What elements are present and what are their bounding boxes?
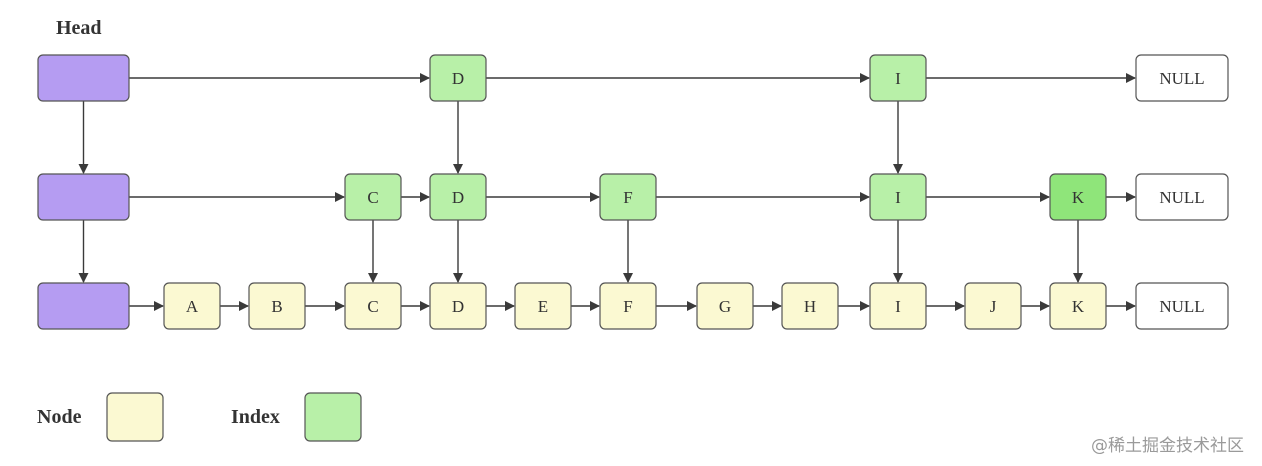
head-label: Head bbox=[56, 17, 102, 39]
nodes-layer: D I NULL C D F I K NULL A B C D E F G H I J K NULL bbox=[37, 54, 1229, 442]
legend-index-swatch bbox=[304, 392, 362, 442]
legend-node-swatch-rect bbox=[106, 392, 164, 442]
node-K-level-3: K bbox=[1049, 282, 1107, 330]
index-D-level-2: D bbox=[429, 173, 487, 221]
watermark: @稀土掘金技术社区 bbox=[1091, 436, 1244, 456]
node-J-level-3: J bbox=[964, 282, 1022, 330]
node-B-level-3: B bbox=[248, 282, 306, 330]
node-I-level-3-rect bbox=[869, 282, 927, 330]
node-C-level-3-text: C bbox=[367, 297, 378, 316]
index-C-level-2-text: C bbox=[367, 188, 378, 207]
index-C-level-2: C bbox=[344, 173, 402, 221]
node-G-level-3-rect bbox=[696, 282, 754, 330]
node-G-level-3-text: G bbox=[719, 297, 731, 316]
index-I-level-1-rect bbox=[869, 54, 927, 102]
node-G-level-3: G bbox=[696, 282, 754, 330]
node-I-level-3-text: I bbox=[895, 297, 901, 316]
edges-layer bbox=[78, 73, 1136, 311]
null-box-level-1: NULL bbox=[1135, 54, 1229, 102]
index-I-level-2: I bbox=[869, 173, 927, 221]
node-A-level-3: A bbox=[163, 282, 221, 330]
head-box-level-1 bbox=[37, 54, 130, 102]
head-box-level-3-rect bbox=[37, 282, 130, 330]
index-C-level-2-rect bbox=[344, 173, 402, 221]
node-J-level-3-rect bbox=[964, 282, 1022, 330]
index-K-level-2: K bbox=[1049, 173, 1107, 221]
node-H-level-3-rect bbox=[781, 282, 839, 330]
null-box-level-2: NULL bbox=[1135, 173, 1229, 221]
index-F-level-2-rect bbox=[599, 173, 657, 221]
node-H-level-3-text: H bbox=[804, 297, 816, 316]
node-H-level-3: H bbox=[781, 282, 839, 330]
index-K-level-2-rect bbox=[1049, 173, 1107, 221]
index-I-level-2-text: I bbox=[895, 188, 901, 207]
index-D-level-1-rect bbox=[429, 54, 487, 102]
node-B-level-3-rect bbox=[248, 282, 306, 330]
node-F-level-3-text: F bbox=[623, 297, 632, 316]
index-D-level-2-text: D bbox=[452, 188, 464, 207]
null-box-level-3-text: NULL bbox=[1159, 297, 1204, 316]
node-J-level-3-text: J bbox=[990, 297, 997, 316]
node-B-level-3-text: B bbox=[271, 297, 282, 316]
node-K-level-3-rect bbox=[1049, 282, 1107, 330]
node-K-level-3-text: K bbox=[1072, 297, 1085, 316]
node-F-level-3-rect bbox=[599, 282, 657, 330]
node-C-level-3-rect bbox=[344, 282, 402, 330]
null-box-level-1-rect bbox=[1135, 54, 1229, 102]
index-I-level-2-rect bbox=[869, 173, 927, 221]
null-box-level-3: NULL bbox=[1135, 282, 1229, 330]
node-E-level-3: E bbox=[514, 282, 572, 330]
node-D-level-3-text: D bbox=[452, 297, 464, 316]
index-I-level-1: I bbox=[869, 54, 927, 102]
node-E-level-3-rect bbox=[514, 282, 572, 330]
node-F-level-3: F bbox=[599, 282, 657, 330]
head-box-level-2-rect bbox=[37, 173, 130, 221]
node-A-level-3-rect bbox=[163, 282, 221, 330]
node-D-level-3: D bbox=[429, 282, 487, 330]
head-box-level-3 bbox=[37, 282, 130, 330]
index-D-level-1: D bbox=[429, 54, 487, 102]
null-box-level-1-text: NULL bbox=[1159, 69, 1204, 88]
index-K-level-2-text: K bbox=[1072, 188, 1085, 207]
null-box-level-2-rect bbox=[1135, 173, 1229, 221]
legend-index-label: Index bbox=[231, 406, 280, 428]
node-I-level-3: I bbox=[869, 282, 927, 330]
node-A-level-3-text: A bbox=[186, 297, 199, 316]
index-F-level-2-text: F bbox=[623, 188, 632, 207]
head-box-level-1-rect bbox=[37, 54, 130, 102]
head-box-level-2 bbox=[37, 173, 130, 221]
index-D-level-2-rect bbox=[429, 173, 487, 221]
null-box-level-2-text: NULL bbox=[1159, 188, 1204, 207]
legend-node-label: Node bbox=[37, 406, 82, 428]
index-I-level-1-text: I bbox=[895, 69, 901, 88]
node-C-level-3: C bbox=[344, 282, 402, 330]
node-E-level-3-text: E bbox=[538, 297, 548, 316]
null-box-level-3-rect bbox=[1135, 282, 1229, 330]
node-D-level-3-rect bbox=[429, 282, 487, 330]
index-F-level-2: F bbox=[599, 173, 657, 221]
legend-node-swatch bbox=[106, 392, 164, 442]
legend-index-swatch-rect bbox=[304, 392, 362, 442]
index-D-level-1-text: D bbox=[452, 69, 464, 88]
